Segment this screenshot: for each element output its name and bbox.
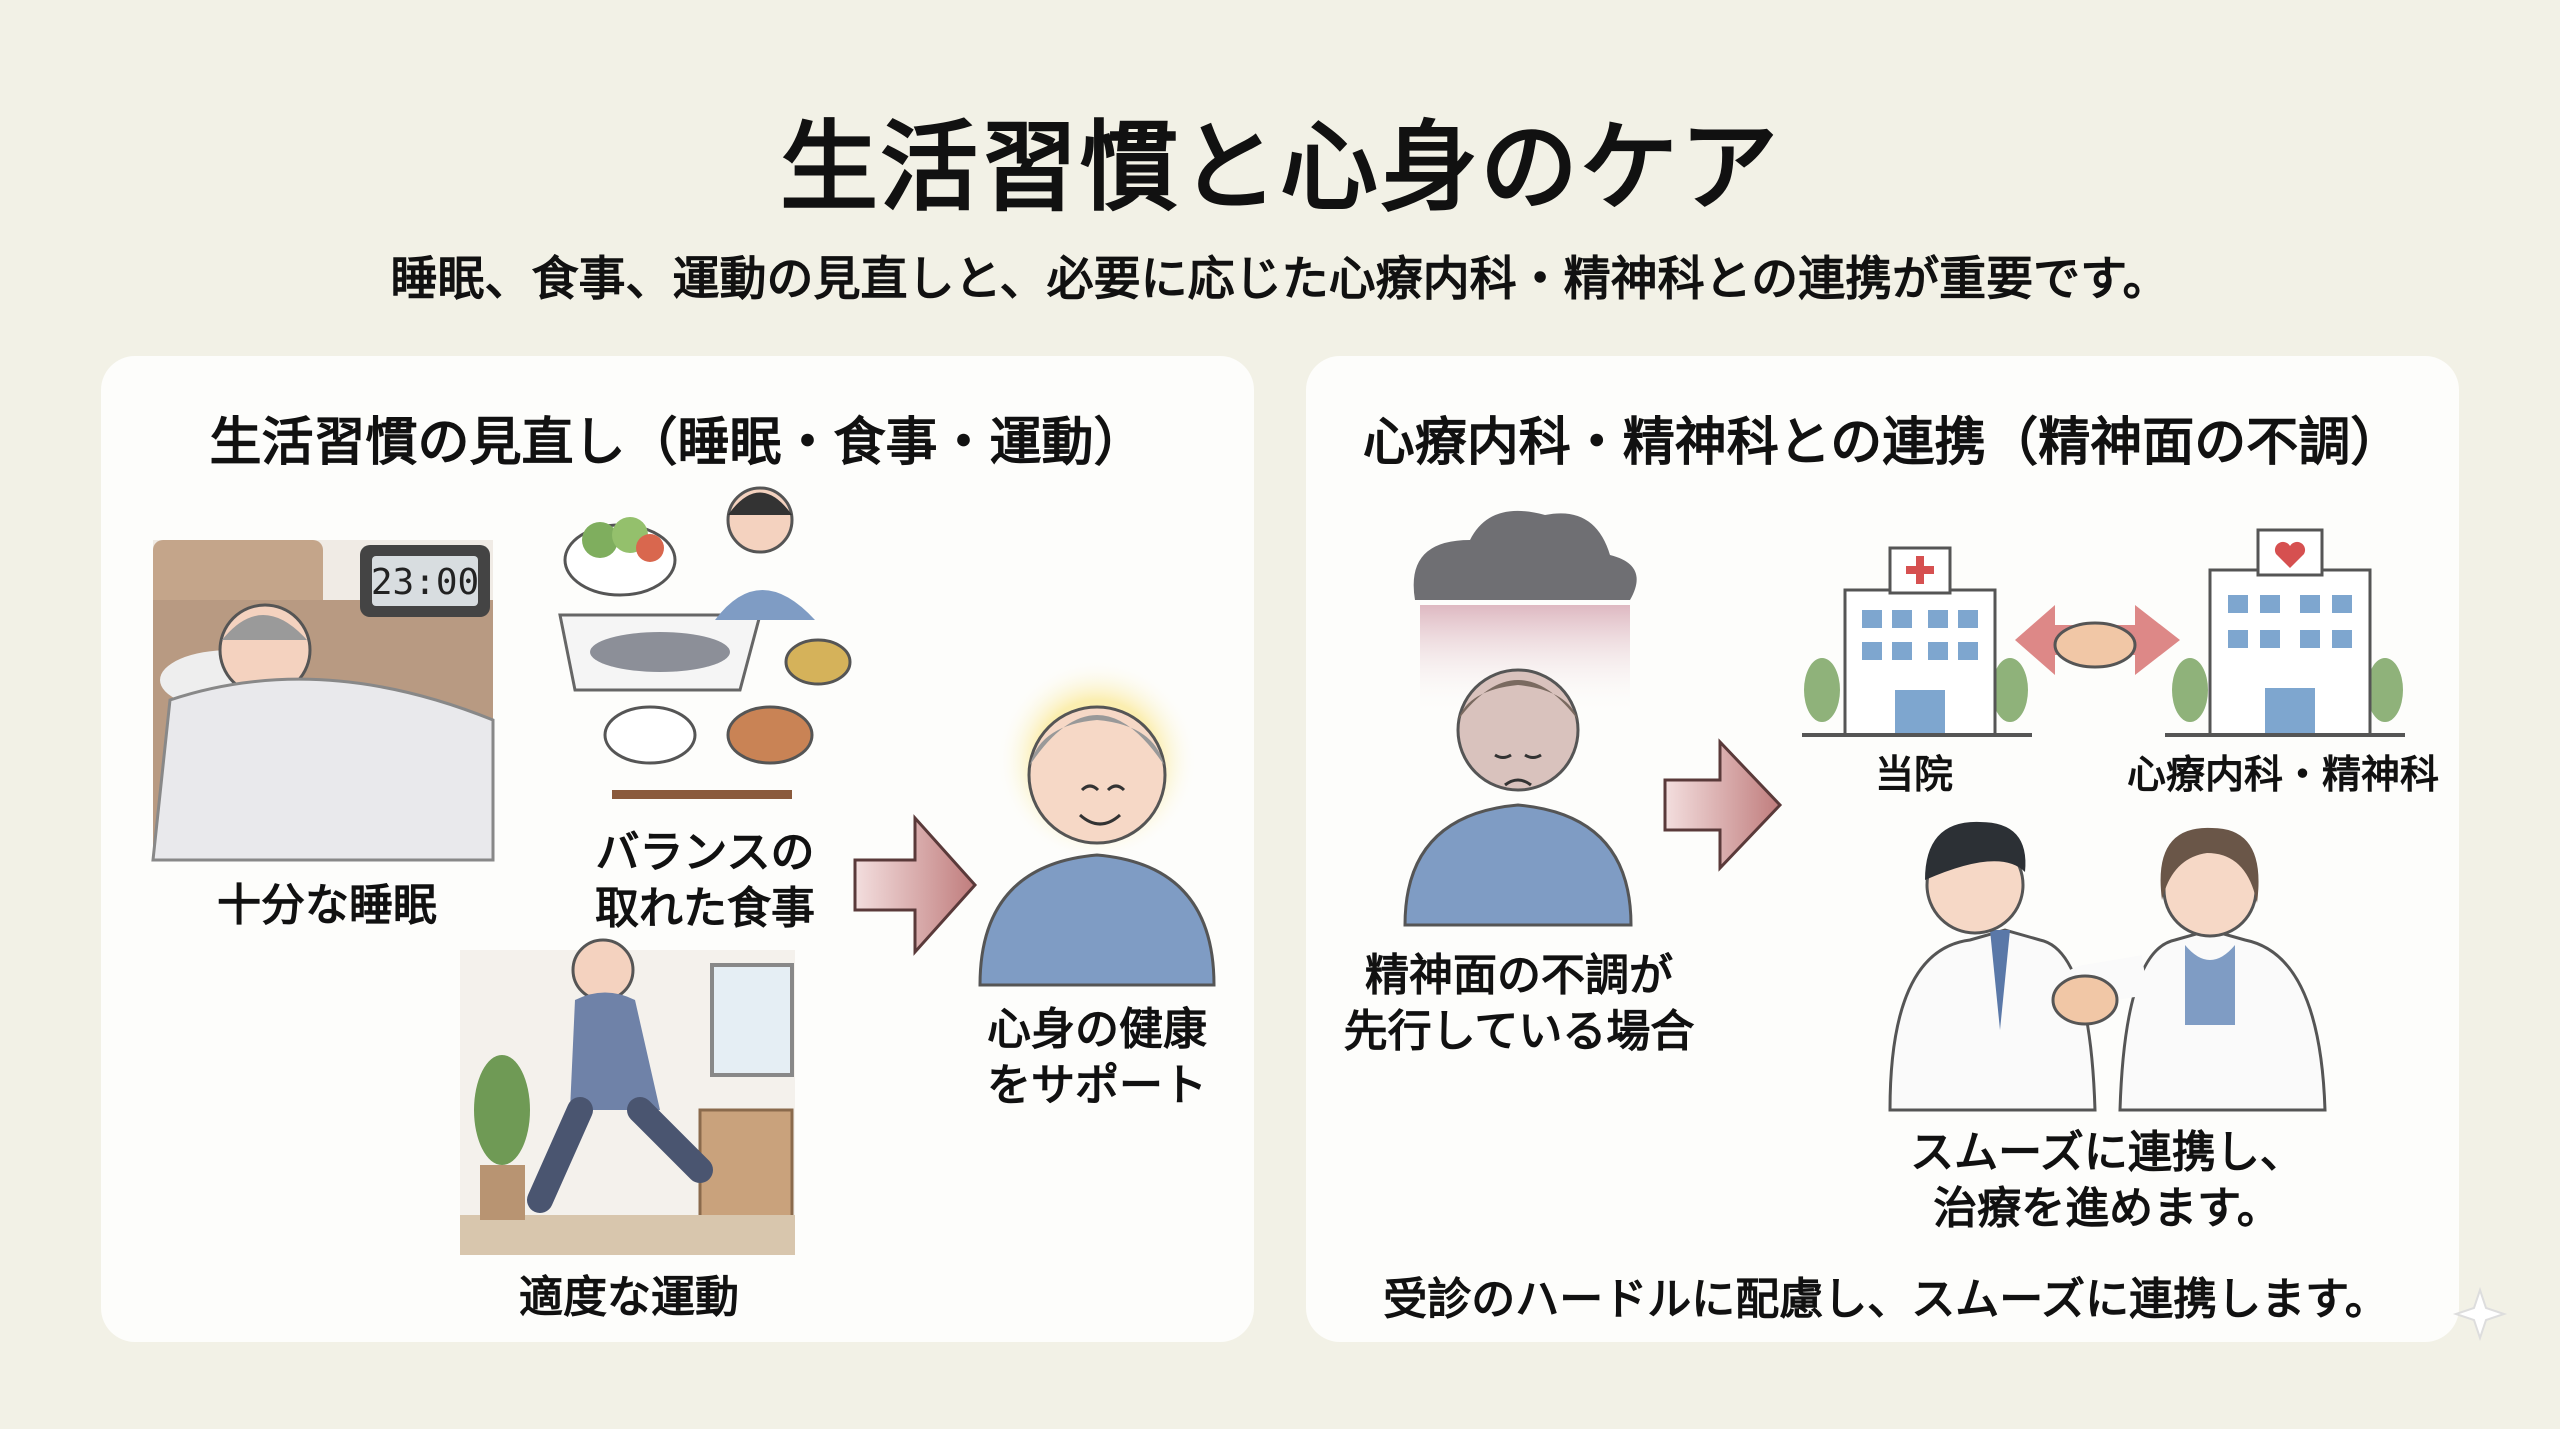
result-label-line1: 心身の健康 (987, 1004, 1207, 1055)
result-label-line2: をサポート (987, 1060, 1207, 1111)
our-clinic-building-icon (1802, 546, 2032, 737)
cooperation-line1: スムーズに連携し、 (1910, 1127, 2304, 1178)
meal-label-line2: 取れた食事 (595, 883, 815, 934)
handshake-icon (2015, 605, 2180, 675)
clock-time: 23:00 (371, 562, 479, 603)
our-clinic-label: 当院 (1874, 753, 1954, 798)
page-subtitle: 睡眠、食事、運動の見直しと、必要に応じた心療内科・精神科との連携が重要です。 (390, 252, 2170, 307)
jogging-person-icon (460, 938, 795, 1255)
condition-label: 精神面の不調が 先行している場合 (1344, 948, 1695, 1060)
clock-icon: 23:00 (360, 545, 490, 617)
cooperation-line2: 治療を進めます。 (1933, 1183, 2281, 1234)
arrow-right-icon (1663, 738, 1783, 872)
meal-label-line1: バランスの (595, 827, 815, 878)
footer-note: 受診のハードルに配慮し、スムーズに連携します。 (1383, 1274, 2389, 1325)
worried-person-icon (1403, 510, 1637, 927)
meal-label: バランスの 取れた食事 (595, 825, 815, 937)
lifestyle-heading: 生活習慣の見直し（睡眠・食事・運動） (209, 413, 1146, 473)
result-label: 心身の健康 をサポート (987, 1002, 1207, 1114)
arrow-right-icon (853, 814, 978, 956)
cooperation-heading: 心療内科・精神科との連携（精神面の不調） (1362, 413, 2403, 473)
cooperation-label: スムーズに連携し、 治療を進めます。 (1910, 1125, 2304, 1237)
partner-clinic-label: 心療内科・精神科 (2126, 753, 2440, 798)
condition-label-line1: 精神面の不調が (1365, 950, 1673, 1001)
doctors-shaking-hands-icon (1888, 821, 2327, 1112)
balanced-meal-icon (558, 486, 852, 799)
healthy-person-icon (978, 660, 1216, 987)
partner-clinic-building-icon (2165, 528, 2405, 737)
sparkle-icon (2452, 1286, 2508, 1342)
sleep-label: 十分な睡眠 (217, 880, 437, 931)
condition-label-line2: 先行している場合 (1343, 1006, 1695, 1057)
page-title: 生活習慣と心身のケア (779, 111, 1780, 225)
exercise-label: 適度な運動 (519, 1272, 739, 1323)
